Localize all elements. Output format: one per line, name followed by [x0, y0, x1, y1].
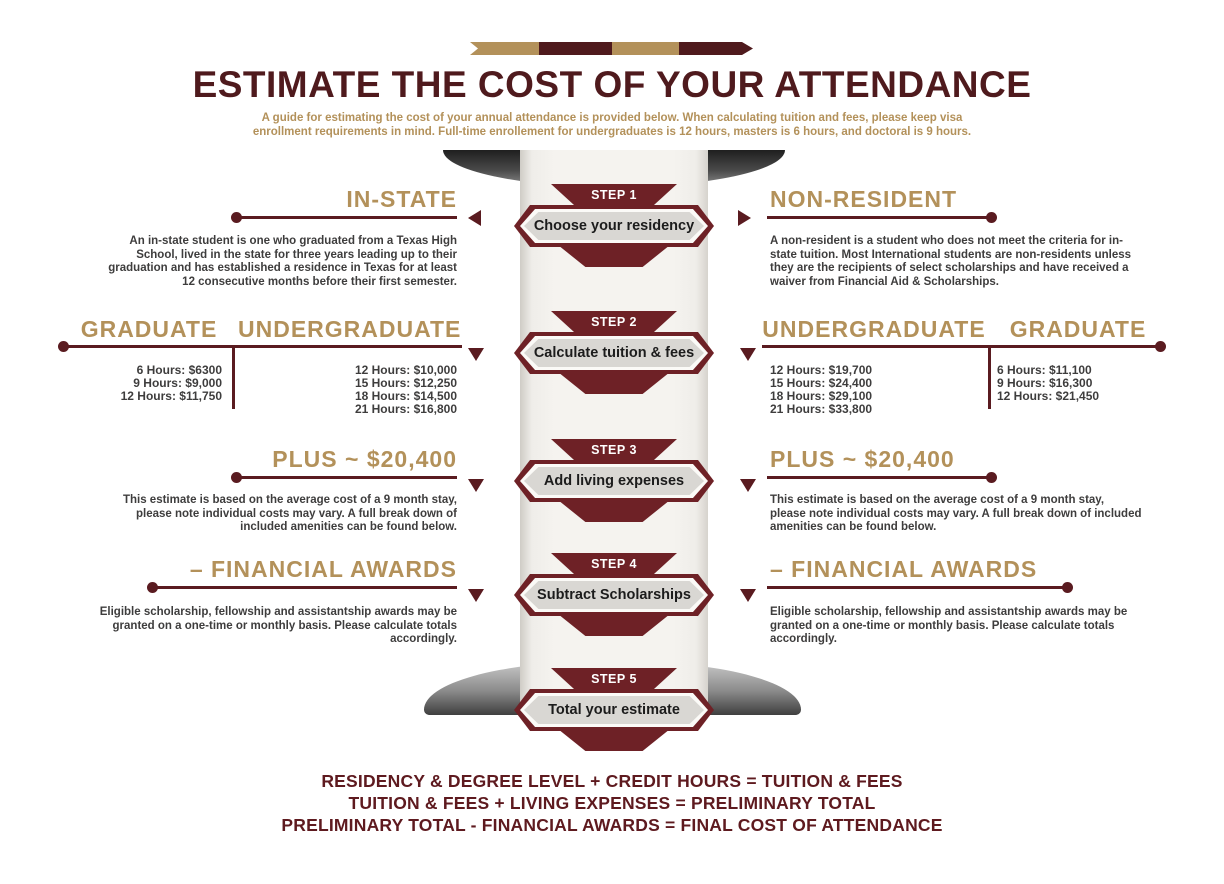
left-awards-description: Eligible scholarship, fellowship and ass… — [99, 606, 457, 645]
step-label: Add living expenses — [543, 473, 685, 489]
hexagon-fill — [524, 212, 704, 240]
step-badge-3: STEP 3 Add living expenses — [514, 439, 714, 522]
triangle-right-icon — [738, 210, 751, 226]
step-label: Calculate tuition & fees — [533, 345, 695, 361]
step-tail-banner — [555, 370, 673, 394]
formula-line: RESIDENCY & DEGREE LEVEL + CREDIT HOURS … — [321, 771, 903, 791]
in-state-heading: IN-STATE — [346, 186, 457, 212]
step-label: Subtract Scholarships — [537, 587, 691, 603]
rate-line: 12 Hours: $11,750 — [120, 389, 222, 403]
rate-line: 12 Hours: $19,700 — [770, 363, 873, 377]
rate-line: 15 Hours: $12,250 — [354, 376, 457, 390]
rate-line: 21 Hours: $33,800 — [770, 402, 873, 416]
line-endpoint-dot — [1155, 341, 1166, 352]
step-hexagon: Choose your residency — [514, 205, 714, 247]
triangle-down-icon — [468, 479, 484, 492]
section-rule — [63, 345, 462, 348]
left-undergraduate-rates: 12 Hours: $10,000 15 Hours: $12,250 18 H… — [260, 364, 457, 416]
section-rule — [236, 216, 457, 219]
rate-line: 6 Hours: $6300 — [136, 363, 222, 377]
rate-line: 18 Hours: $29,100 — [770, 389, 873, 403]
page-title: ESTIMATE THE COST OF YOUR ATTENDANCE — [192, 64, 1032, 105]
triangle-down-icon — [740, 589, 756, 602]
step-badge-4: STEP 4 Subtract Scholarships — [514, 553, 714, 636]
section-rule — [767, 216, 988, 219]
rate-line: 12 Hours: $21,450 — [997, 389, 1100, 403]
rate-line: 15 Hours: $24,400 — [770, 376, 873, 390]
section-rule — [236, 476, 457, 479]
line-endpoint-dot — [986, 472, 997, 483]
non-resident-description: A non-resident is a student who does not… — [770, 235, 1132, 288]
rate-line: 21 Hours: $16,800 — [354, 402, 457, 416]
rate-line: 9 Hours: $16,300 — [997, 376, 1093, 390]
section-rule — [767, 586, 1072, 589]
step-tail-banner — [555, 727, 673, 751]
hexagon-fill — [524, 581, 704, 609]
left-graduate-rates: 6 Hours: $6300 9 Hours: $9,000 12 Hours:… — [65, 364, 222, 403]
line-endpoint-dot — [1062, 582, 1073, 593]
step-tail-banner — [555, 612, 673, 636]
step-tail-banner — [555, 243, 673, 267]
triangle-down-icon — [740, 348, 756, 361]
formula-line: TUITION & FEES + LIVING EXPENSES = PRELI… — [348, 793, 876, 813]
left-undergraduate-heading: UNDERGRADUATE — [238, 316, 462, 342]
ribbon-segment — [470, 42, 539, 55]
non-resident-heading: NON-RESIDENT — [770, 186, 958, 212]
triangle-down-icon — [468, 589, 484, 602]
hexagon-fill — [524, 696, 704, 724]
step-badge-5: STEP 5 Total your estimate — [514, 668, 714, 751]
right-undergraduate-heading: UNDERGRADUATE — [762, 316, 986, 342]
right-plus-heading: PLUS ~ $20,400 — [770, 446, 955, 472]
section-rule — [762, 345, 1161, 348]
decorative-arrow-ribbon-icon — [470, 42, 753, 55]
column-divider — [232, 345, 235, 409]
step-label: Choose your residency — [533, 218, 695, 234]
step-badge-1: STEP 1 Choose your residency — [514, 184, 714, 267]
triangle-left-icon — [468, 210, 481, 226]
page-subtitle: A guide for estimating the cost of your … — [252, 112, 972, 138]
left-living-description: This estimate is based on the average co… — [122, 494, 457, 533]
step-hexagon: Add living expenses — [514, 460, 714, 502]
step-number-banner: STEP 2 — [551, 311, 677, 334]
section-rule — [152, 586, 457, 589]
hexagon-fill — [524, 467, 704, 495]
right-living-description: This estimate is based on the average co… — [770, 494, 1142, 533]
step-badge-2: STEP 2 Calculate tuition & fees — [514, 311, 714, 394]
step-hexagon: Subtract Scholarships — [514, 574, 714, 616]
column-divider — [988, 345, 991, 409]
step-hexagon: Total your estimate — [514, 689, 714, 731]
hexagon-fill — [524, 339, 704, 367]
ribbon-segment — [612, 42, 679, 55]
cost-formulas: RESIDENCY & DEGREE LEVEL + CREDIT HOURS … — [0, 770, 1224, 836]
rate-line: 18 Hours: $14,500 — [354, 389, 457, 403]
left-graduate-heading: GRADUATE — [80, 316, 218, 342]
step-number-banner: STEP 1 — [551, 184, 677, 207]
left-awards-heading: – FINANCIAL AWARDS — [189, 556, 457, 582]
step-label: Total your estimate — [548, 702, 680, 718]
right-undergraduate-rates: 12 Hours: $19,700 15 Hours: $24,400 18 H… — [770, 364, 970, 416]
ribbon-segment — [679, 42, 753, 55]
formula-line: PRELIMINARY TOTAL - FINANCIAL AWARDS = F… — [281, 815, 943, 835]
rate-line: 12 Hours: $10,000 — [354, 363, 457, 377]
right-graduate-rates: 6 Hours: $11,100 9 Hours: $16,300 12 Hou… — [997, 364, 1157, 403]
rate-line: 6 Hours: $11,100 — [997, 363, 1092, 377]
line-endpoint-dot — [986, 212, 997, 223]
step-hexagon: Calculate tuition & fees — [514, 332, 714, 374]
triangle-down-icon — [740, 479, 756, 492]
step-number-banner: STEP 4 — [551, 553, 677, 576]
right-awards-description: Eligible scholarship, fellowship and ass… — [770, 606, 1128, 645]
right-awards-heading: – FINANCIAL AWARDS — [770, 556, 1038, 582]
triangle-down-icon — [468, 348, 484, 361]
step-number-banner: STEP 3 — [551, 439, 677, 462]
rate-line: 9 Hours: $9,000 — [133, 376, 222, 390]
left-plus-heading: PLUS ~ $20,400 — [272, 446, 457, 472]
ribbon-segment — [539, 42, 612, 55]
in-state-description: An in-state student is one who graduated… — [108, 235, 457, 288]
right-graduate-heading: GRADUATE — [1009, 316, 1147, 342]
section-rule — [767, 476, 988, 479]
step-tail-banner — [555, 498, 673, 522]
step-number-banner: STEP 5 — [551, 668, 677, 691]
